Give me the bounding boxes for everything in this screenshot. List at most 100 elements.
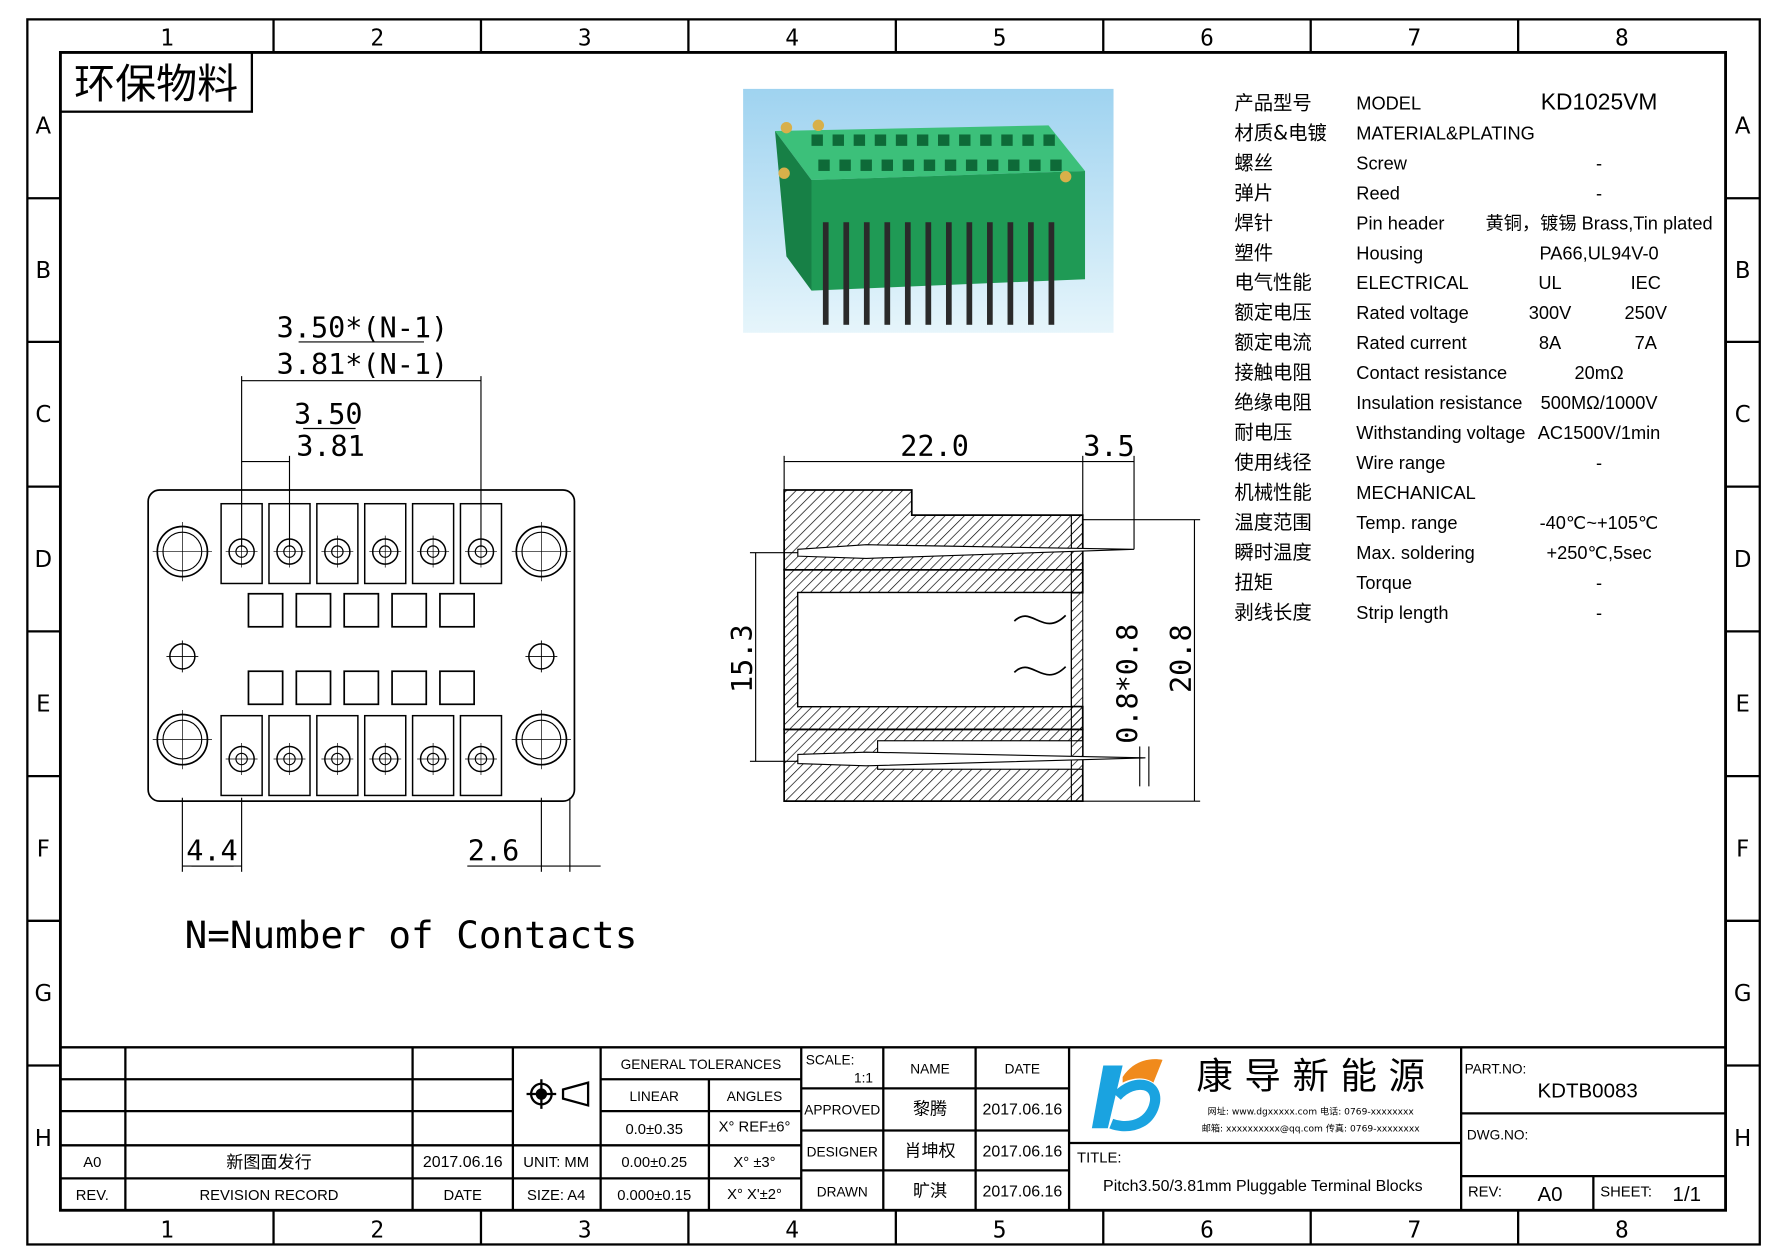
- product-photo: [743, 88, 1114, 333]
- spec-value-iec: 250V: [1625, 302, 1668, 323]
- terminal-cell: [316, 714, 359, 797]
- linear-tolerance: 0.000±0.15: [617, 1188, 691, 1204]
- pin: [1048, 222, 1055, 325]
- pin: [1007, 222, 1014, 325]
- pin: [925, 222, 932, 325]
- dwg-no-label: DWG.NO:: [1467, 1128, 1528, 1143]
- rev-label: REV:: [1468, 1185, 1502, 1201]
- spec-value-ul: UL: [1538, 272, 1561, 293]
- spec-value: -: [1596, 182, 1602, 203]
- angle-tolerance: X° ±3°: [733, 1155, 775, 1171]
- spec-label-en: Reed: [1356, 182, 1400, 203]
- date-header: DATE: [1005, 1062, 1040, 1077]
- spec-label-cn: 绝缘电阻: [1234, 391, 1311, 414]
- name-header: NAME: [910, 1062, 949, 1077]
- zone-column-label: 1: [160, 1218, 174, 1244]
- scale-label: SCALE:: [806, 1052, 855, 1067]
- spec-label-cn: 温度范围: [1234, 511, 1311, 534]
- zone-column-label: 8: [1615, 1218, 1629, 1244]
- square-window: [343, 670, 380, 706]
- dim-pin-section: 0.8*0.8: [1111, 624, 1144, 744]
- spec-label-en: Rated voltage: [1356, 302, 1468, 323]
- rev-value: A0: [1538, 1183, 1563, 1206]
- pin: [987, 222, 993, 325]
- pin: [863, 222, 870, 325]
- spec-value-ul: 300V: [1529, 302, 1572, 323]
- sheet-frame: [26, 18, 1761, 1246]
- spec-label-en: MODEL: [1356, 92, 1421, 113]
- pin: [904, 222, 911, 325]
- terminal-cell: [411, 714, 455, 797]
- sheet-value: 1/1: [1673, 1183, 1702, 1206]
- wire-entry: [818, 159, 830, 171]
- part-no-label: PART.NO:: [1465, 1062, 1527, 1077]
- spec-label-cn: 额定电流: [1234, 331, 1311, 354]
- spec-value: 500MΩ/1000V: [1541, 392, 1659, 413]
- square-window: [295, 592, 332, 628]
- rev-header: REV.: [76, 1188, 109, 1204]
- linear-header: LINEAR: [630, 1089, 679, 1104]
- revision-id: A0: [83, 1155, 101, 1171]
- approved-date: 2017.06.16: [982, 1102, 1062, 1119]
- pin: [945, 222, 952, 325]
- wire-entry: [980, 134, 992, 146]
- spec-label-cn: 额定电压: [1234, 301, 1311, 324]
- zone-column-label: 6: [1200, 26, 1214, 52]
- terminal-cell: [220, 714, 263, 797]
- spec-label-en: ELECTRICAL: [1356, 272, 1468, 293]
- title-block: [60, 1046, 1726, 1211]
- dim-height-153: 15.3: [726, 624, 759, 693]
- wire-entry: [811, 134, 823, 146]
- sheet-label: SHEET:: [1600, 1185, 1652, 1201]
- zone-row-label: F: [37, 836, 50, 862]
- spec-value: +250℃,5sec: [1547, 542, 1652, 563]
- pin: [843, 222, 850, 325]
- zone-row-label: H: [1734, 1126, 1751, 1152]
- spec-label-en: Housing: [1356, 242, 1423, 263]
- unit-label: UNIT: MM: [523, 1155, 589, 1171]
- zone-row-label: E: [1735, 692, 1749, 718]
- zone-column-label: 1: [160, 26, 174, 52]
- square-window: [439, 670, 475, 706]
- company-contact: 邮箱: xxxxxxxxxx@qq.com 传真: 0769-xxxxxxxx: [1202, 1123, 1420, 1135]
- wire-entry: [944, 159, 957, 171]
- spec-value: -: [1596, 452, 1602, 473]
- spec-value: AC1500V/1min: [1538, 422, 1661, 443]
- size-label: SIZE: A4: [527, 1188, 585, 1204]
- spec-label-en: MATERIAL&PLATING: [1356, 122, 1535, 143]
- spec-label-cn: 剥线长度: [1234, 601, 1311, 624]
- zone-row-label: B: [1735, 258, 1751, 284]
- pin: [1028, 222, 1034, 325]
- company-name: 康 导 新 能 源: [1196, 1054, 1425, 1097]
- spec-label-en: Max. soldering: [1356, 542, 1474, 563]
- drawing-title: Pitch3.50/3.81mm Pluggable Terminal Bloc…: [1103, 1178, 1423, 1195]
- terminal-cell: [316, 502, 359, 585]
- drawn-label: DRAWN: [817, 1185, 868, 1200]
- zone-column-label: 3: [578, 1218, 592, 1244]
- spec-value: -: [1596, 152, 1602, 173]
- company-contact: 网址: www.dgxxxxx.com 电话: 0769-xxxxxxxx: [1208, 1106, 1415, 1118]
- zone-column-label: 2: [370, 26, 384, 52]
- wire-entry: [965, 159, 978, 171]
- projection-symbol-icon: [526, 1079, 590, 1109]
- wire-entry: [1050, 159, 1062, 171]
- zone-column-label: 8: [1615, 26, 1629, 52]
- dim-right-offset: 2.6: [468, 834, 519, 867]
- zone-column-label: 6: [1200, 1218, 1214, 1244]
- zone-row-label: B: [35, 258, 51, 284]
- wire-entry: [1043, 134, 1055, 146]
- square-window: [247, 670, 284, 706]
- zone-row-label: C: [35, 402, 51, 428]
- title-label: TITLE:: [1077, 1150, 1121, 1166]
- terminal-cell: [411, 502, 455, 585]
- dim-pin-length: 3.5: [1083, 430, 1134, 463]
- spec-value: 20mΩ: [1575, 362, 1624, 383]
- spec-label-cn: 瞬时温度: [1234, 541, 1311, 564]
- date-header: DATE: [444, 1188, 482, 1204]
- terminal-cell: [363, 502, 407, 585]
- zone-row-label: H: [35, 1126, 52, 1152]
- wire-entry: [959, 134, 971, 146]
- wire-entry: [895, 134, 908, 146]
